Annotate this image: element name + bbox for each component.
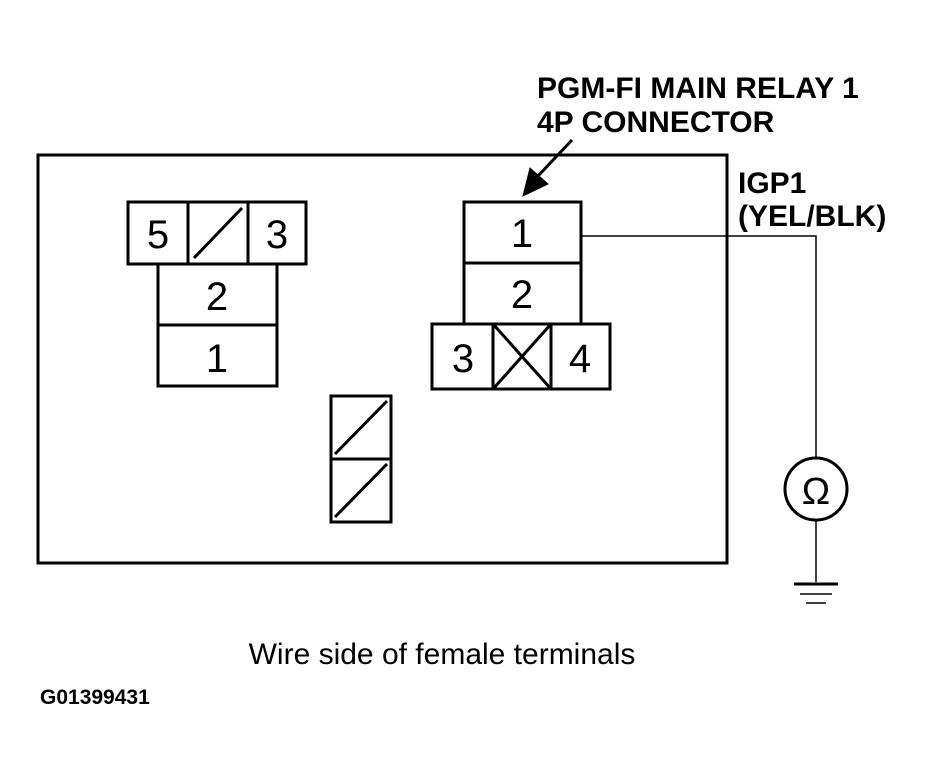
blank-cavity-mark <box>333 462 389 519</box>
pointer-arrow <box>522 138 574 197</box>
test-lead-wire <box>581 235 817 458</box>
wire-signal-label: IGP1 <box>738 167 806 200</box>
relay-pin-4: 4 <box>569 337 591 381</box>
ohm-symbol: Ω <box>802 471 830 513</box>
relay-pin-2: 2 <box>511 273 533 317</box>
relay-pin-1: 1 <box>511 212 533 256</box>
left-connector-bottom-cavity <box>156 323 279 388</box>
ohmmeter-icon: Ω <box>783 456 849 522</box>
blank-cavity-mark <box>491 323 553 390</box>
blank-cavity-block <box>329 394 393 524</box>
relay-pin-3: 3 <box>452 337 474 381</box>
blank-cavity-mark <box>192 206 244 260</box>
connector-housing-outline <box>36 153 729 565</box>
left-pin-1: 1 <box>206 337 228 381</box>
relay-bottom-row <box>430 322 612 391</box>
left-pin-3: 3 <box>266 213 288 257</box>
relay-label-line2: 4P CONNECTOR <box>537 106 775 139</box>
ground-icon <box>794 582 838 604</box>
wire-color-label: (YEL/BLK) <box>738 200 886 233</box>
blank-cavity-mark <box>333 399 389 456</box>
left-pin-2: 2 <box>206 275 228 319</box>
left-connector: 5 3 2 1 <box>126 200 308 388</box>
diagram-caption: Wire side of female terminals <box>249 638 636 671</box>
left-pin-5: 5 <box>147 213 169 257</box>
relay-label-line1: PGM-FI MAIN RELAY 1 <box>537 72 859 105</box>
relay-4p-connector: 1 2 3 4 <box>430 200 612 391</box>
figure-code: G01399431 <box>40 686 150 709</box>
